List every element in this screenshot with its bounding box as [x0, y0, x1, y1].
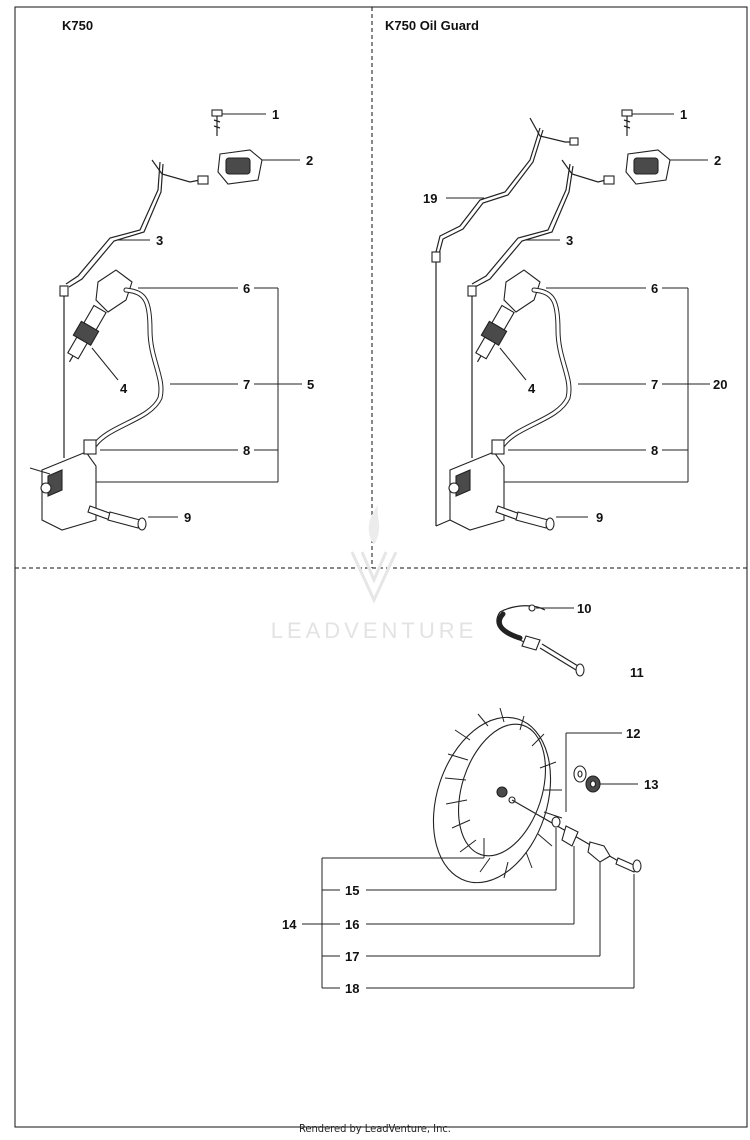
- callout-left-7: 7: [243, 377, 250, 392]
- bottom-parts-illustration: [432, 604, 642, 884]
- callout-right-19: 19: [423, 191, 437, 206]
- callout-left-2: 2: [306, 153, 313, 168]
- leader-lines: [29, 113, 710, 989]
- footer-credit: Rendered by LeadVenture, Inc.: [299, 1122, 451, 1135]
- panel-title-k750-oil-guard: K750 Oil Guard: [385, 18, 479, 33]
- callout-bottom-14: 14: [282, 917, 297, 932]
- callout-bottom-11: 11: [630, 665, 644, 680]
- callout-right-9: 9: [596, 510, 603, 525]
- callout-right-7: 7: [651, 377, 658, 392]
- callout-right-20: 20: [713, 377, 727, 392]
- callout-left-9: 9: [184, 510, 191, 525]
- callout-right-3: 3: [566, 233, 573, 248]
- right-parts-illustration: [431, 109, 671, 531]
- callout-left-8: 8: [243, 443, 250, 458]
- callout-left-3: 3: [156, 233, 163, 248]
- callout-bottom-17: 17: [345, 949, 359, 964]
- callout-left-4: 4: [120, 381, 128, 396]
- left-parts-illustration: [40, 109, 263, 531]
- callout-right-6: 6: [651, 281, 658, 296]
- callout-bottom-12: 12: [626, 726, 640, 741]
- callout-right-4: 4: [528, 381, 536, 396]
- watermark-logo: [350, 505, 398, 604]
- callout-left-1: 1: [272, 107, 279, 122]
- callout-left-6: 6: [243, 281, 250, 296]
- panel-title-k750: K750: [62, 18, 93, 33]
- callout-bottom-18: 18: [345, 981, 359, 996]
- callout-bottom-15: 15: [345, 883, 359, 898]
- callout-bottom-13: 13: [644, 777, 658, 792]
- callout-bottom-16: 16: [345, 917, 359, 932]
- callout-bottom-10: 10: [577, 601, 591, 616]
- callout-left-5: 5: [307, 377, 314, 392]
- callout-right-2: 2: [714, 153, 721, 168]
- diagram-border: [14, 6, 748, 1128]
- callout-right-8: 8: [651, 443, 658, 458]
- watermark-text: LEADVENTURE: [271, 618, 478, 643]
- callout-right-1: 1: [680, 107, 687, 122]
